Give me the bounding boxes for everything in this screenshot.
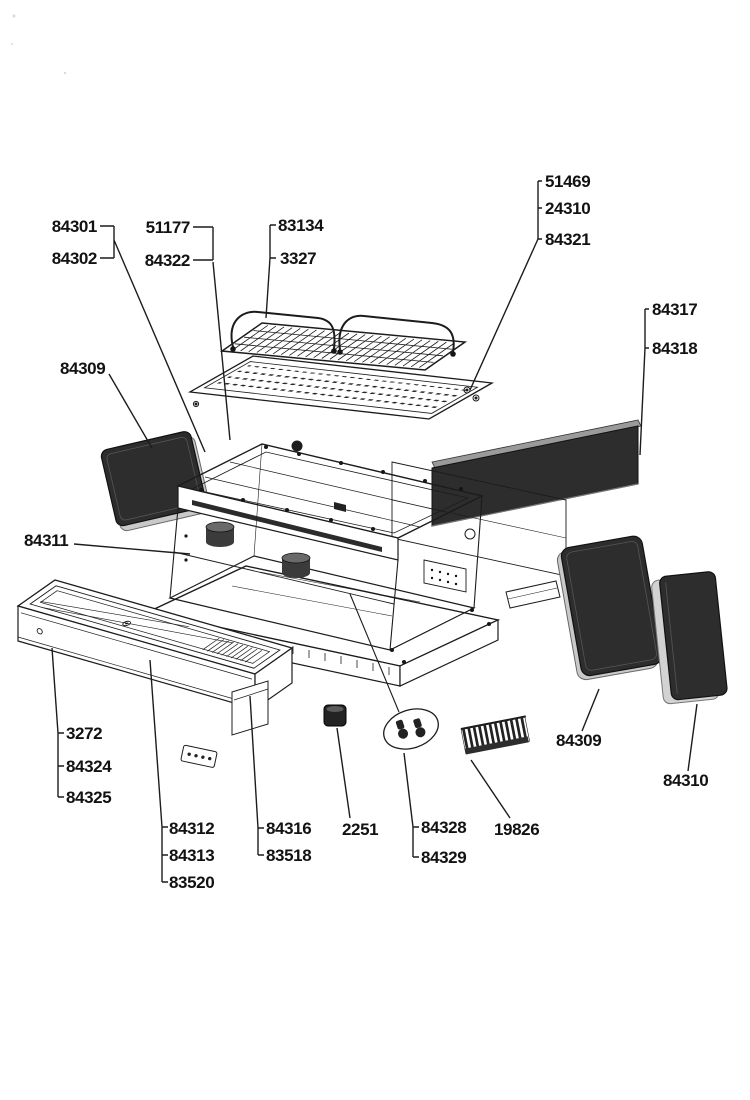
terminal-box [423, 559, 467, 593]
part-label-84325: 84325 [66, 788, 111, 807]
toast-slot [192, 500, 382, 552]
rack-handle [230, 310, 455, 353]
part-label-84311: 84311 [24, 531, 68, 550]
side-panel-left [100, 431, 211, 532]
part-label-83134: 83134 [278, 216, 324, 235]
leader-84317-84318 [639, 308, 649, 456]
part-label-84309-right: 84309 [556, 731, 601, 750]
part-label-51177: 51177 [146, 218, 190, 237]
side-panel-right-inner [556, 535, 663, 681]
leader-51177-84322 [193, 226, 231, 441]
part-label-84324: 84324 [66, 757, 112, 776]
part-label-3327: 3327 [280, 249, 316, 268]
part-label-84309-left: 84309 [60, 359, 105, 378]
part-label-84302: 84302 [52, 249, 97, 268]
leader-84310 [687, 703, 698, 772]
leader-84312-84313-83520 [149, 659, 168, 883]
leader-84309-right [581, 688, 600, 732]
part-label-83520: 83520 [169, 873, 214, 892]
terminal-dots [430, 568, 458, 586]
part-label-2251: 2251 [342, 820, 378, 839]
leader-19826 [470, 759, 511, 819]
rack-grid-lines [226, 325, 460, 368]
part-label-84322: 84322 [145, 251, 190, 270]
part-label-24310: 24310 [545, 199, 590, 218]
part-label-84329: 84329 [421, 848, 466, 867]
plug-kit-circle [383, 708, 439, 750]
part-label-19826: 19826 [494, 820, 539, 839]
leader-84309-left [108, 373, 153, 449]
scan-noise [11, 14, 67, 75]
leader-83134-3327 [265, 224, 276, 319]
assembly-line [349, 593, 400, 713]
part-label-84301: 84301 [52, 217, 97, 236]
part-label-3272: 3272 [66, 724, 102, 743]
part-label-84318: 84318 [652, 339, 697, 358]
part-label-84312: 84312 [169, 819, 214, 838]
leader-2251 [336, 727, 351, 819]
rear-panel [431, 419, 642, 527]
leader-3272-84324-84325 [51, 647, 64, 798]
leader-51469-24310-84321 [469, 180, 542, 391]
part-label-84317: 84317 [652, 300, 697, 319]
knob [291, 440, 303, 452]
leader-84301-84302 [100, 225, 206, 453]
part-label-84313: 84313 [169, 846, 214, 865]
part-label-84321: 84321 [545, 230, 590, 249]
small-block [334, 502, 346, 512]
part-labels: 84301 84302 51177 84322 83134 3327 51469… [24, 172, 709, 892]
door-tray-assembly [18, 580, 292, 768]
perforated-tray [190, 356, 492, 419]
lower-bracket [505, 580, 561, 609]
callout-leaders [51, 180, 698, 883]
leader-84328-84329 [403, 752, 419, 858]
part-label-84310: 84310 [663, 771, 708, 790]
solenoid-cylinders [205, 521, 311, 578]
part-label-83518: 83518 [266, 846, 311, 865]
name-plate [180, 744, 218, 768]
part-label-84316: 84316 [266, 819, 311, 838]
leader-84311 [73, 543, 191, 555]
wire-rack [222, 310, 465, 370]
corner-bracket [231, 680, 269, 736]
part-label-51469: 51469 [545, 172, 590, 191]
leader-84316-83518 [249, 695, 264, 856]
glass-hatch [203, 638, 262, 662]
part-label-84328: 84328 [421, 818, 466, 837]
rubber-foot [323, 704, 347, 727]
element-comb [460, 715, 530, 755]
handle-end-balls [230, 346, 456, 357]
side-panel-right-outer [651, 571, 728, 705]
